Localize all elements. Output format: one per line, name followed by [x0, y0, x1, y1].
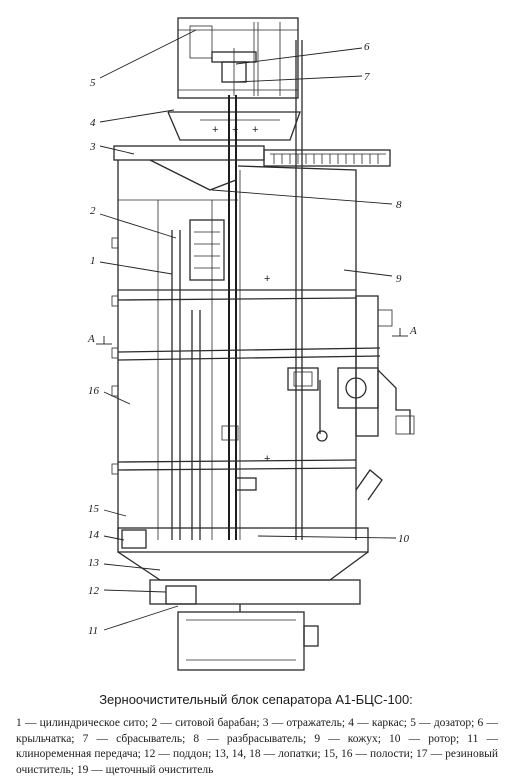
section-label-left: А	[87, 333, 95, 345]
label-9: 9	[396, 273, 402, 285]
label-1: 1	[90, 255, 96, 267]
label-2: 2	[90, 205, 96, 217]
label-8: 8	[396, 199, 402, 211]
label-6: 6	[364, 41, 370, 53]
side-drive	[337, 295, 415, 501]
label-10: 10	[398, 533, 410, 545]
sieve-drum	[118, 199, 238, 540]
label-12: 12	[88, 585, 100, 597]
separator-drawing: + + + + +	[87, 17, 417, 671]
hopper: + + +	[167, 111, 301, 141]
label-16: 16	[88, 385, 100, 397]
svg-text:+: +	[264, 453, 270, 465]
left-notches	[111, 237, 119, 475]
label-14: 14	[88, 529, 100, 541]
figure-caption: Зерноочистительный блок сепаратора А1-БЦ…	[99, 692, 413, 707]
bottom-assembly	[117, 527, 369, 671]
leader-lines	[99, 29, 397, 631]
label-7: 7	[364, 71, 370, 83]
label-3: 3	[89, 141, 96, 153]
svg-text:+: +	[252, 124, 258, 136]
section-label-right: А	[409, 325, 417, 337]
label-15: 15	[88, 503, 100, 515]
dozator-box	[177, 17, 299, 99]
label-11: 11	[88, 625, 98, 637]
part-labels: 5 6 7 4 3 8 2 1 9 16 15 14 13 12 11 10	[88, 41, 410, 637]
reflector-plate	[113, 145, 391, 191]
label-4: 4	[90, 117, 96, 129]
svg-text:+: +	[264, 273, 270, 285]
section-markers: А А	[87, 325, 417, 345]
label-13: 13	[88, 557, 100, 569]
casing-mechanisms	[221, 367, 328, 491]
frame-bands	[117, 289, 381, 471]
label-5: 5	[90, 77, 96, 89]
figure-legend: 1 — цилиндрическое сито; 2 — ситовой бар…	[16, 717, 498, 776]
svg-text:+: +	[212, 124, 218, 136]
